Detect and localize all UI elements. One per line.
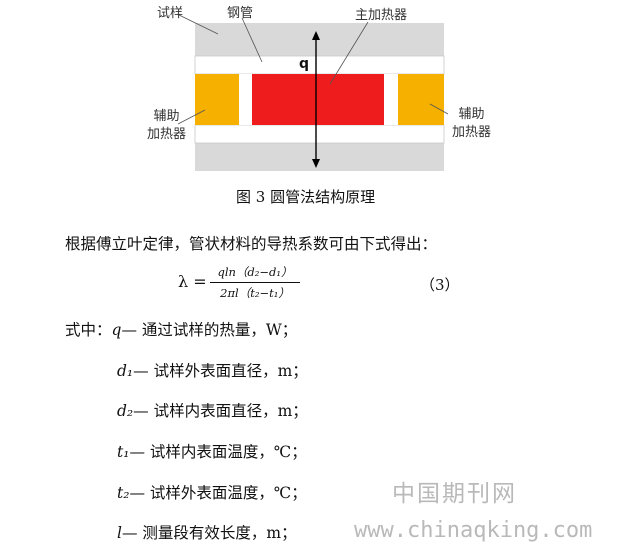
aux-heater-left bbox=[195, 74, 239, 125]
label-sample: 试样 bbox=[157, 6, 184, 21]
definition-symbol: d₂ bbox=[117, 402, 134, 420]
label-aux-right-line2: 加热器 bbox=[452, 125, 492, 140]
sample-bottom-layer bbox=[195, 143, 444, 171]
label-main-heater: 主加热器 bbox=[355, 8, 408, 23]
heat-arrow-down-icon bbox=[312, 159, 320, 168]
main-heater bbox=[252, 74, 384, 125]
definition-symbol: q bbox=[111, 321, 122, 339]
definition-row-t2: t₂— 试样外表面温度，℃； bbox=[117, 481, 307, 503]
leader-aux-right bbox=[429, 103, 449, 115]
label-aux-left-line2: 加热器 bbox=[147, 127, 187, 142]
formula-denominator: 2πl（t₂−t₁） bbox=[220, 286, 290, 300]
formula-numerator: qln（d₂−d₁） bbox=[217, 265, 293, 279]
definition-text: — 测量段有效长度，m； bbox=[121, 524, 297, 542]
leader-main-heater bbox=[329, 21, 369, 85]
label-aux-heater-left: 辅助 加热器 bbox=[147, 108, 186, 144]
leader-pipe bbox=[241, 17, 263, 63]
label-q: q bbox=[299, 56, 310, 72]
definition-text: — 试样内表面直径，m； bbox=[133, 402, 308, 420]
formula-lambda: λ = bbox=[178, 272, 207, 291]
watermark-url: www.chinaqking.com bbox=[354, 518, 593, 543]
definition-row-d1: d₁— 试样外表面直径，m； bbox=[117, 359, 308, 381]
leader-sample bbox=[176, 13, 219, 35]
figure-caption: 图 3 圆管法结构原理 bbox=[236, 188, 376, 206]
definition-text: — 试样外表面温度，℃； bbox=[129, 484, 307, 502]
definition-symbol: d₁ bbox=[117, 362, 134, 380]
label-aux-left-line1: 辅助 bbox=[153, 109, 180, 124]
definition-row-d2: d₂— 试样内表面直径，m； bbox=[117, 399, 308, 421]
heat-arrow-up-icon bbox=[312, 31, 320, 40]
definition-text: — 通过试样的热量，W； bbox=[121, 321, 298, 339]
pipe-bottom-layer bbox=[194, 124, 445, 144]
pipe-top-layer bbox=[194, 55, 445, 75]
definition-symbol: t₂ bbox=[117, 484, 130, 502]
definition-row-t1: t₁— 试样内表面温度，℃； bbox=[117, 440, 307, 462]
definition-text: — 试样内表面温度，℃； bbox=[129, 443, 307, 461]
aux-heater-right bbox=[398, 74, 444, 125]
tube-method-diagram bbox=[176, 13, 449, 171]
formula-number: （3） bbox=[420, 276, 460, 294]
definition-symbol: l bbox=[117, 524, 122, 542]
leader-aux-left bbox=[177, 109, 206, 125]
label-aux-right-line1: 辅助 bbox=[458, 107, 485, 122]
formula-fraction-bar bbox=[210, 282, 300, 283]
label-aux-heater-right: 辅助 加热器 bbox=[452, 106, 491, 142]
definitions-prefix: 式中： bbox=[65, 321, 112, 339]
label-steel-pipe: 钢管 bbox=[227, 6, 254, 21]
definition-row-q: 式中：q— 通过试样的热量，W； bbox=[65, 318, 297, 340]
watermark-cn: 中国期刊网 bbox=[392, 481, 517, 507]
body-paragraph: 根据傅立叶定律，管状材料的导热系数可由下式得出： bbox=[65, 235, 438, 253]
definition-symbol: t₁ bbox=[117, 443, 130, 461]
definition-row-l: l— 测量段有效长度，m； bbox=[117, 521, 297, 543]
definition-text: — 试样外表面直径，m； bbox=[133, 362, 308, 380]
